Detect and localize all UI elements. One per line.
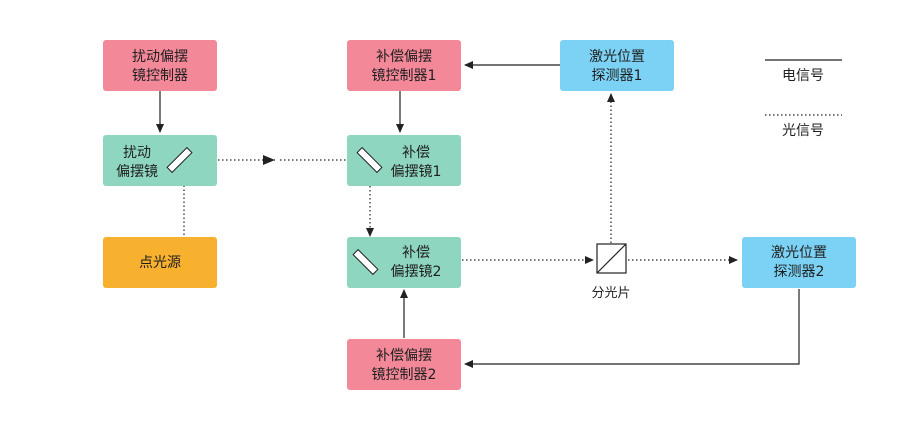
perturb-mirror-icon	[166, 146, 193, 174]
point-source-node: 点光源	[103, 237, 217, 288]
comp-mirror-2-line1: 补偿	[402, 245, 430, 261]
detector-2-line1: 激光位置	[771, 244, 827, 261]
detector-1-line1: 激光位置	[589, 48, 645, 65]
link-detector2-to-comp-controller2	[464, 289, 800, 368]
perturb-mirror-line2: 偏摆镜	[116, 164, 158, 180]
electrical-connections	[156, 61, 800, 368]
detector-1-line2: 探测器1	[592, 68, 643, 84]
comp-controller-1-node: 补偿偏摆 镜控制器1	[347, 40, 461, 91]
comp-controller-2-line1: 补偿偏摆	[376, 348, 432, 364]
detector-2-line2: 探测器2	[774, 264, 825, 280]
perturb-controller-line2: 镜控制器	[132, 68, 188, 84]
comp-controller-2-box	[347, 339, 461, 390]
comp-mirror-1-node: 补偿 偏摆镜1	[347, 135, 461, 186]
detector-1-box	[560, 40, 674, 91]
detector-2-node: 激光位置 探测器2	[742, 237, 856, 288]
perturb-controller-line1: 扰动偏摆	[132, 49, 188, 65]
perturb-mirror-box	[103, 135, 217, 186]
point-source-label: 点光源	[139, 255, 181, 271]
comp-controller-1-box	[347, 40, 461, 91]
point-source-box	[103, 237, 217, 288]
comp-mirror-2-line2: 偏摆镜2	[391, 264, 442, 280]
perturb-controller-box	[103, 40, 217, 91]
perturb-controller-node: 扰动偏摆 镜控制器	[103, 40, 217, 91]
comp-mirror-2-node: 补偿 偏摆镜2	[347, 237, 461, 288]
comp-controller-1-line2: 镜控制器1	[372, 68, 437, 84]
perturb-mirror-line1: 扰动	[123, 145, 151, 161]
comp-controller-2-node: 补偿偏摆 镜控制器2	[347, 339, 461, 390]
detector-1-node: 激光位置 探测器1	[560, 40, 674, 91]
legend-electrical-label: 电信号	[782, 68, 824, 84]
comp-controller-1-line1: 补偿偏摆	[376, 49, 432, 65]
comp-mirror-1-line1: 补偿	[402, 145, 430, 161]
comp-mirror-1-box	[347, 135, 461, 186]
comp-controller-2-line2: 镜控制器2	[372, 367, 437, 383]
beam-splitter-node: 分光片	[591, 243, 631, 301]
beam-splitter-label: 分光片	[591, 286, 630, 301]
legend: 电信号 光信号	[765, 59, 842, 139]
comp-mirror-2-icon	[352, 248, 379, 276]
comp-mirror-1-icon	[356, 146, 383, 174]
legend-optical-label: 光信号	[782, 123, 824, 139]
beam-splitter-diagonal	[596, 243, 627, 274]
detector-2-box	[742, 237, 856, 288]
beam-arrowhead	[263, 155, 275, 165]
perturb-mirror-node: 扰动 偏摆镜	[103, 135, 217, 186]
comp-mirror-1-line2: 偏摆镜1	[391, 164, 442, 180]
comp-mirror-2-box	[347, 237, 461, 288]
